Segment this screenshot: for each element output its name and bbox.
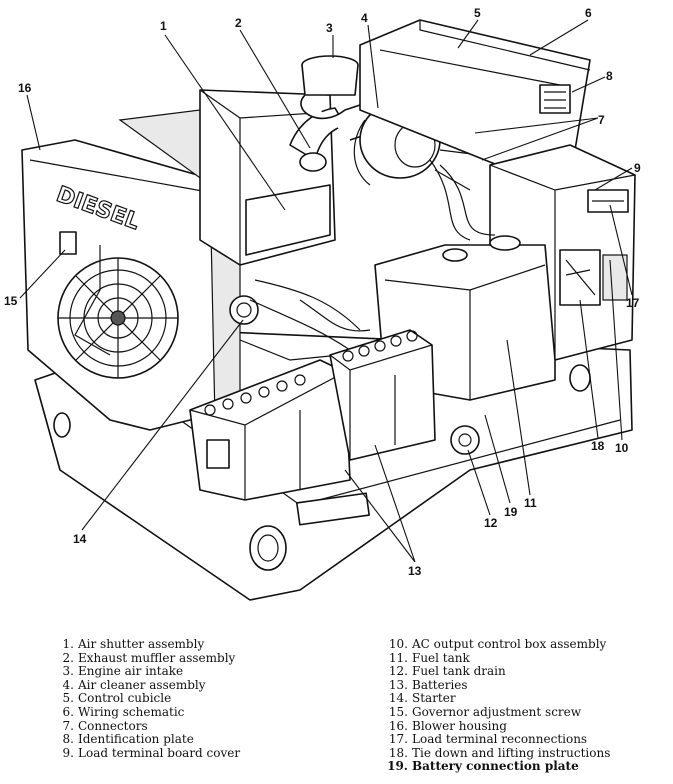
- callout-8: 8: [606, 69, 613, 83]
- wiring: [299, 159, 496, 332]
- legend-item: 2.Exhaust muffler assembly: [62, 650, 236, 665]
- callout-4: 4: [361, 11, 368, 25]
- callout-15: 15: [4, 294, 18, 308]
- callout-19: 19: [504, 505, 518, 519]
- legend-item: 5.Control cubicle: [62, 691, 172, 706]
- legend-item: 15.Governor adjustment screw: [388, 704, 582, 719]
- blower-housing: DIESEL: [21, 139, 231, 431]
- callout-9: 9: [634, 161, 641, 175]
- legend-item: 11.Fuel tank: [388, 650, 470, 665]
- batteries: [189, 329, 436, 501]
- parts-legend: 1.Air shutter assembly 2.Exhaust muffler…: [0, 620, 673, 784]
- callout-13: 13: [408, 564, 422, 578]
- callout-1: 1: [160, 19, 167, 33]
- generator-illustration: DIESEL: [4, 6, 641, 601]
- legend-item: 16.Blower housing: [388, 718, 507, 733]
- control-cubicle: [359, 19, 591, 171]
- legend-item: 9.Load terminal board cover: [62, 745, 241, 760]
- callout-18: 18: [591, 439, 605, 453]
- legend-item: 13.Batteries: [388, 677, 468, 692]
- legend-column-left: 1.Air shutter assembly 2.Exhaust muffler…: [52, 637, 241, 760]
- callout-10: 10: [615, 441, 629, 455]
- legend-item: 17.Load terminal reconnections: [388, 732, 588, 747]
- legend-item: 18.Tie down and lifting instructions: [388, 745, 611, 760]
- callout-11: 11: [524, 496, 537, 510]
- legend-column-right: 10.AC output control box assembly 11.Fue…: [386, 637, 611, 774]
- callout-2: 2: [235, 16, 242, 30]
- legend-item: 1.Air shutter assembly: [62, 637, 205, 651]
- legend-item: 4.Air cleaner assembly: [62, 677, 206, 692]
- callout-labels: 1 2 3 4 5 6 7 8 9 10 11 12 13 14 15 16 1…: [4, 6, 641, 578]
- callout-16: 16: [18, 81, 32, 95]
- callout-leaders: [19, 19, 633, 563]
- legend-item: 14.Starter: [388, 691, 456, 706]
- callout-6: 6: [585, 6, 592, 20]
- legend-item: 7.Connectors: [62, 718, 148, 733]
- legend-item: 3.Engine air intake: [62, 664, 184, 679]
- callout-7: 7: [598, 113, 605, 127]
- legend-item: 8.Identification plate: [62, 732, 194, 747]
- legend-item: 10.AC output control box assembly: [388, 637, 607, 651]
- callout-12: 12: [484, 516, 498, 530]
- callout-14: 14: [73, 532, 87, 546]
- callout-3: 3: [326, 21, 333, 35]
- callout-17: 17: [626, 296, 640, 310]
- callout-5: 5: [474, 6, 481, 20]
- legend-item: 6.Wiring schematic: [62, 704, 185, 719]
- legend-item: 19.Battery connection plate: [387, 759, 579, 774]
- legend-item: 12.Fuel tank drain: [388, 664, 506, 679]
